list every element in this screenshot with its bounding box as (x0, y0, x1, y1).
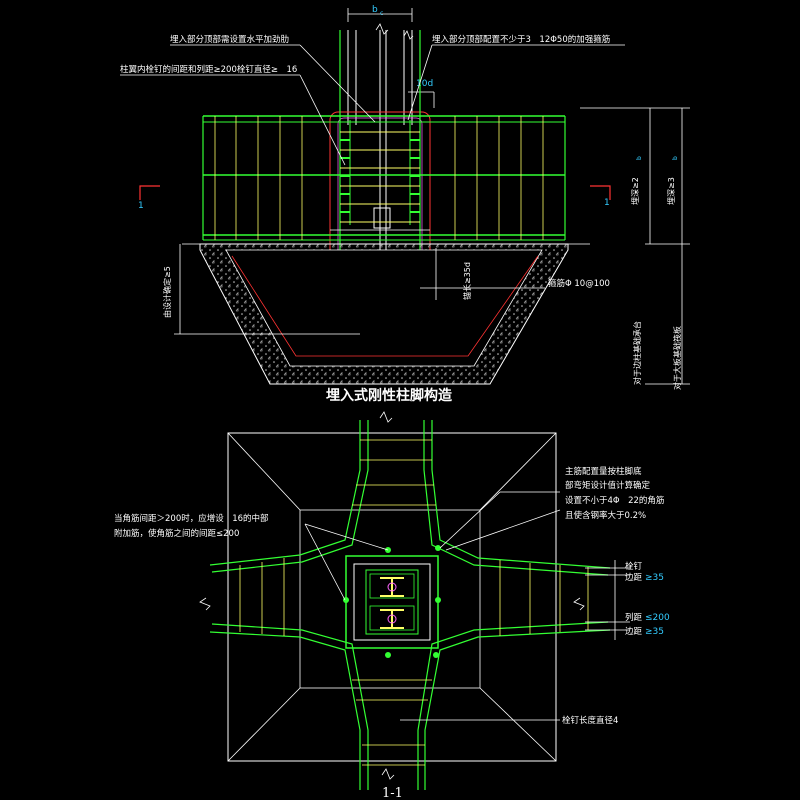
label-spacing: 列距 (625, 612, 643, 623)
section-mark-left: 1 (138, 201, 144, 211)
dim-bc: b c (347, 5, 413, 22)
column-cage-plan (343, 545, 441, 658)
note-studs: 柱翼内栓钉的间距和列距≥200栓钉直径≥ 16 (120, 64, 297, 75)
break-marks (199, 411, 585, 780)
note-depth1-sub: b (636, 156, 643, 160)
left-dims: 由设计确定≥5 (162, 244, 360, 335)
beam-rebars (209, 420, 611, 790)
plan-note-right-3: 设置不小于4Φ 22的角筋 (565, 495, 664, 506)
section-mark-right: 1 (604, 198, 610, 208)
dim-10d: 10d (408, 79, 435, 108)
note-top-right: 埋入部分顶部配置不少于3 12Φ50的加强箍筋 (432, 34, 610, 45)
studs (340, 139, 420, 213)
plan-note-right-1: 主筋配置量按柱脚底 (565, 466, 642, 477)
elevation-title: 埋入式刚性柱脚构造 (326, 387, 452, 404)
label-edge1: 边距 (625, 572, 643, 583)
dim-bc-sub: c (380, 10, 383, 17)
middle-notes: 锚长≥35d 箍筋Φ 10@100 (420, 248, 610, 300)
note-top-left: 埋入部分顶部需设置水平加劲肋 (170, 34, 289, 45)
elevation-view: b c 10d (120, 5, 690, 404)
right-dims: 埋深≥2 b 埋深≥3 b 对于边柱基础承台 对于大板基础筏板 (580, 107, 690, 390)
label-edge1-val: ≥35 (645, 573, 664, 583)
plan-right-dims: 栓钉 边距 ≥35 列距 ≤200 边距 ≥35 (585, 560, 670, 640)
label-stud-length: 栓钉长度直径4 (562, 715, 618, 726)
plan-note-left-2: 附加筋，使角筋之间的间距≤200 (114, 528, 239, 539)
note-depth2-sub: b (672, 156, 679, 160)
plan-view: 栓钉 边距 ≥35 列距 ≤200 边距 ≥35 当角筋间距＞200时，应增设 … (114, 411, 670, 800)
plan-note-right-4: 且使含钢率大于0.2% (565, 510, 646, 521)
label-edge2: 边距 (625, 626, 643, 637)
note-depth2: 埋深≥3 (666, 177, 676, 205)
plan-note-right-2: 部弯矩设计值计算确定 (565, 480, 651, 491)
note-right-v1: 对于边柱基础承台 (632, 321, 642, 385)
note-stirrup: 箍筋Φ 10@100 (548, 278, 610, 289)
foundation-pit (182, 243, 590, 385)
label-stud: 栓钉 (625, 561, 643, 572)
plan-notes: 当角筋间距＞200时，应增设 16的中部 附加筋，使角筋之间的间距≤200 主筋… (114, 466, 664, 726)
dim-10d-label: 10d (416, 79, 433, 89)
label-edge2-val: ≥35 (645, 627, 664, 637)
label-spacing-val: ≤200 (645, 613, 670, 623)
section-marks: 1 1 (138, 185, 611, 211)
top-notes: 埋入部分顶部需设置水平加劲肋 柱翼内栓钉的间距和列距≥200栓钉直径≥ 16 埋… (120, 34, 625, 166)
note-left-vertical: 由设计确定≥5 (162, 266, 172, 318)
dim-bc-label: b (372, 5, 378, 15)
plan-note-left-1: 当角筋间距＞200时，应增设 16的中部 (114, 513, 269, 524)
note-anchor: 锚长≥35d (462, 262, 472, 300)
note-depth1: 埋深≥2 (630, 177, 640, 205)
beam-stirrups (239, 439, 589, 766)
plan-section-title: 1-1 (382, 786, 403, 800)
note-right-v2: 对于大板基础筏板 (672, 326, 682, 390)
